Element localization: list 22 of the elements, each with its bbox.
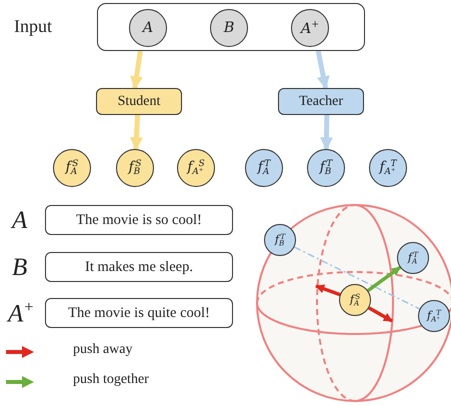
- input-label: Input: [14, 16, 52, 37]
- sentence-box: The movie is quite cool!: [45, 298, 233, 328]
- encoder-box: Student: [96, 88, 182, 115]
- arrow: [315, 284, 341, 296]
- variable-label: A: [12, 208, 28, 233]
- legend-label: push away: [73, 342, 132, 358]
- variable-label: A$^{+}$: [8, 299, 34, 326]
- dash-dot-line: [294, 246, 420, 310]
- arrow: [130, 114, 143, 150]
- input-circle: B: [210, 9, 248, 47]
- arrow: [320, 114, 333, 150]
- sentence-box: It makes me sleep.: [45, 252, 233, 282]
- sentence-box: The movie is so cool!: [45, 205, 233, 235]
- input-circle: A$^{+}$: [291, 9, 329, 47]
- variable-label: B: [12, 255, 28, 280]
- legend-label: push together: [73, 372, 149, 388]
- arrow: [368, 306, 393, 323]
- input-circle: A: [129, 9, 167, 47]
- encoder-box: Teacher: [278, 88, 364, 115]
- arrow: [366, 266, 402, 292]
- arrow: [316, 50, 330, 90]
- arrow: [130, 50, 143, 90]
